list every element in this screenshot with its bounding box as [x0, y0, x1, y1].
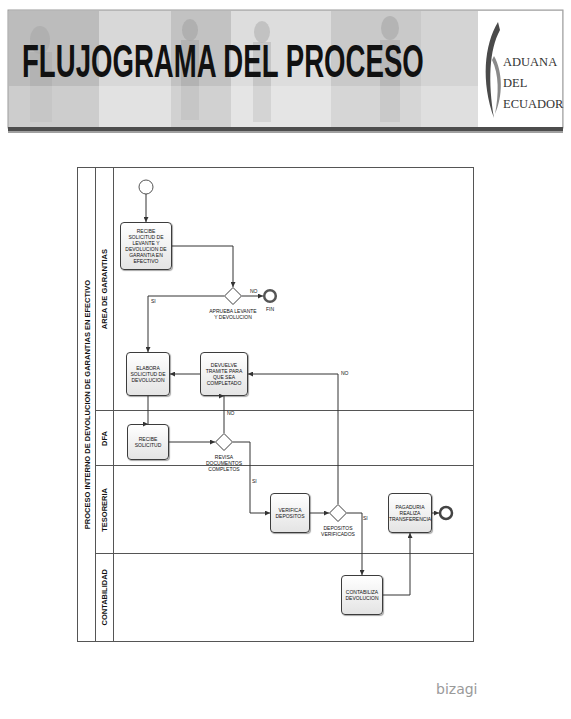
swimlane: RECIBE SOLICITUD REVISA DOCUMENTOS COMPLE… — [95, 410, 473, 465]
process-text: VERIFICA DEPOSITOS — [273, 507, 307, 519]
diamond-shape — [330, 505, 347, 522]
event-text: FIN — [245, 306, 295, 312]
lane-header: TESORERIA — [96, 466, 114, 553]
decision-diamond: DEPOSITOS VERIFICADOS — [329, 504, 347, 522]
lane-header: AREA DE GARANTIAS — [96, 168, 114, 410]
sequence-flow — [310, 513, 329, 514]
sequence-flow — [248, 374, 338, 504]
lane-title: TESORERIA — [100, 488, 109, 532]
diamond-shape — [216, 434, 233, 451]
lane-header: DFA — [96, 411, 114, 465]
logo-swoosh — [492, 56, 501, 114]
sequence-flow — [347, 513, 362, 575]
process-box: DEVUELVE TRAMITE PARA QUE SEA COMPLETADO — [200, 352, 248, 396]
sequence-flow — [148, 296, 224, 352]
decision-text: APRUEBA LEVANTE Y DEVOLUCION — [208, 308, 258, 320]
flow-label: SI — [151, 299, 156, 304]
sequence-flow — [383, 533, 410, 595]
process-box: ELABORA SOLICITUD DE DEVOLUCION — [126, 352, 170, 396]
connector-group — [148, 246, 410, 595]
lane-title: AREA DE GARANTIAS — [100, 249, 109, 329]
pool-header: PROCESO INTERNO DE DEVOLUCION DE GARANTI… — [78, 168, 96, 641]
circle-shape — [264, 290, 276, 302]
logo-text: ADUANA DEL ECUADOR — [503, 52, 561, 115]
slide-title: FLUJOGRAMA DEL PROCESO — [22, 38, 424, 84]
sequence-flow — [148, 396, 149, 424]
flow-label: NO — [250, 289, 258, 294]
end-flow — [432, 513, 439, 514]
process-box: RECIBE SOLICITUD — [127, 424, 169, 460]
logo-panel — [478, 11, 562, 127]
process-text: DEVUELVE TRAMITE PARA QUE SEA COMPLETADO — [203, 362, 245, 386]
sequence-flow — [242, 296, 263, 297]
diamond-outline — [224, 287, 242, 305]
sequence-flow — [169, 442, 215, 443]
pool-title: PROCESO INTERNO DE DEVOLUCION DE GARANTI… — [83, 280, 92, 529]
start-event — [139, 180, 153, 194]
watermark: bizagi — [436, 681, 477, 697]
swimlane: VERIFICA DEPOSITOS DEPOSITOS VERIFICADOS P… — [95, 465, 473, 553]
circle-outline — [263, 289, 277, 303]
process-text: CONTABILIZA DEVOLUCION — [344, 589, 380, 601]
flow-label: NO — [227, 411, 235, 416]
photo-overlay — [9, 86, 478, 127]
decision-text: REVISA DOCUMENTOS COMPLETOS — [199, 454, 249, 472]
process-box: PAGADURIA REALIZA TRANSFERENCIA — [388, 493, 432, 533]
process-text: PAGADURIA REALIZA TRANSFERENCIA — [389, 504, 431, 522]
decision-diamond: APRUEBA LEVANTE Y DEVOLUCION — [224, 287, 242, 305]
start-flow — [146, 194, 147, 222]
process-box: RECIBE SOLICITUD DE LEVANTE Y DEVOLUCION… — [120, 222, 172, 270]
flow-label: SI — [252, 479, 257, 484]
banner-background — [8, 10, 563, 128]
header-rule — [8, 127, 563, 131]
photo-figure — [381, 16, 399, 40]
header-rule — [8, 131, 563, 133]
flow-label: NO — [341, 371, 349, 376]
process-text: RECIBE SOLICITUD — [130, 436, 166, 448]
sequence-flow — [233, 442, 270, 513]
diamond-shape — [225, 288, 242, 305]
sequence-flow — [172, 246, 233, 287]
lane-title: CONTABILIDAD — [100, 569, 109, 626]
swimlane: CONTABILIZA DEVOLUCION CONTABILIDAD — [95, 553, 473, 641]
end-event — [440, 507, 452, 519]
pool: RECIBE SOLICITUD DE LEVANTE Y DEVOLUCION… — [77, 167, 474, 642]
process-text: RECIBE SOLICITUD DE LEVANTE Y DEVOLUCION… — [123, 228, 169, 264]
end-event: FIN — [263, 289, 277, 303]
diamond-outline — [215, 433, 233, 451]
diamond-outline — [329, 504, 347, 522]
process-text: ELABORA SOLICITUD DE DEVOLUCION — [129, 365, 167, 383]
decision-diamond: REVISA DOCUMENTOS COMPLETOS — [215, 433, 233, 451]
logo-swoosh — [486, 22, 500, 118]
sequence-flow — [170, 374, 200, 375]
swimlane: RECIBE SOLICITUD DE LEVANTE Y DEVOLUCION… — [95, 168, 473, 410]
lane-title: DFA — [100, 431, 109, 446]
decision-text: DEPOSITOS VERIFICADOS — [313, 525, 363, 537]
process-box: CONTABILIZA DEVOLUCION — [341, 575, 383, 615]
sequence-flow — [224, 396, 225, 433]
flow-label: SI — [363, 516, 368, 521]
process-box: VERIFICA DEPOSITOS — [270, 493, 310, 533]
lane-header: CONTABILIDAD — [96, 554, 114, 641]
